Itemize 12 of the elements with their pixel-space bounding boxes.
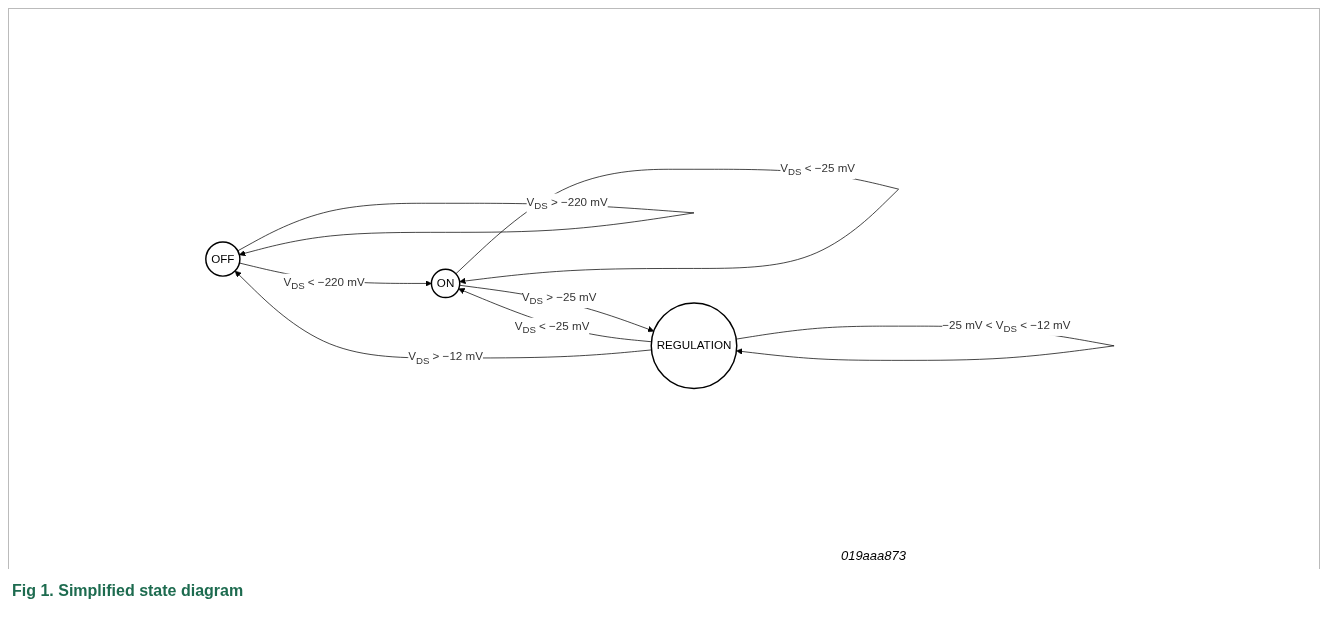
node-circle: ON	[430, 268, 461, 299]
edge-label: V$_{DS}$ < −25 mV	[514, 319, 590, 336]
figure-code: 019aaa873	[840, 548, 906, 563]
node-circle: OFF	[205, 241, 241, 277]
edge-label: V$_{DS}$ > −220 mV	[526, 195, 608, 211]
edge-label: V$_{DS}$ > −12 mV	[408, 350, 483, 366]
edge-label: V$_{DS}$ > −25 mV	[521, 290, 597, 307]
node-circle: REGULATION	[650, 302, 738, 390]
edge-label: V$_{DS}$ < −220 mV	[283, 275, 365, 292]
figure-caption: Fig 1. Simplified state diagram	[12, 582, 244, 600]
edge-label: −25 mV < V$_{DS}$ < −12 mV	[942, 318, 1071, 334]
edge-label: V$_{DS}$ < −25 mV	[780, 161, 856, 177]
